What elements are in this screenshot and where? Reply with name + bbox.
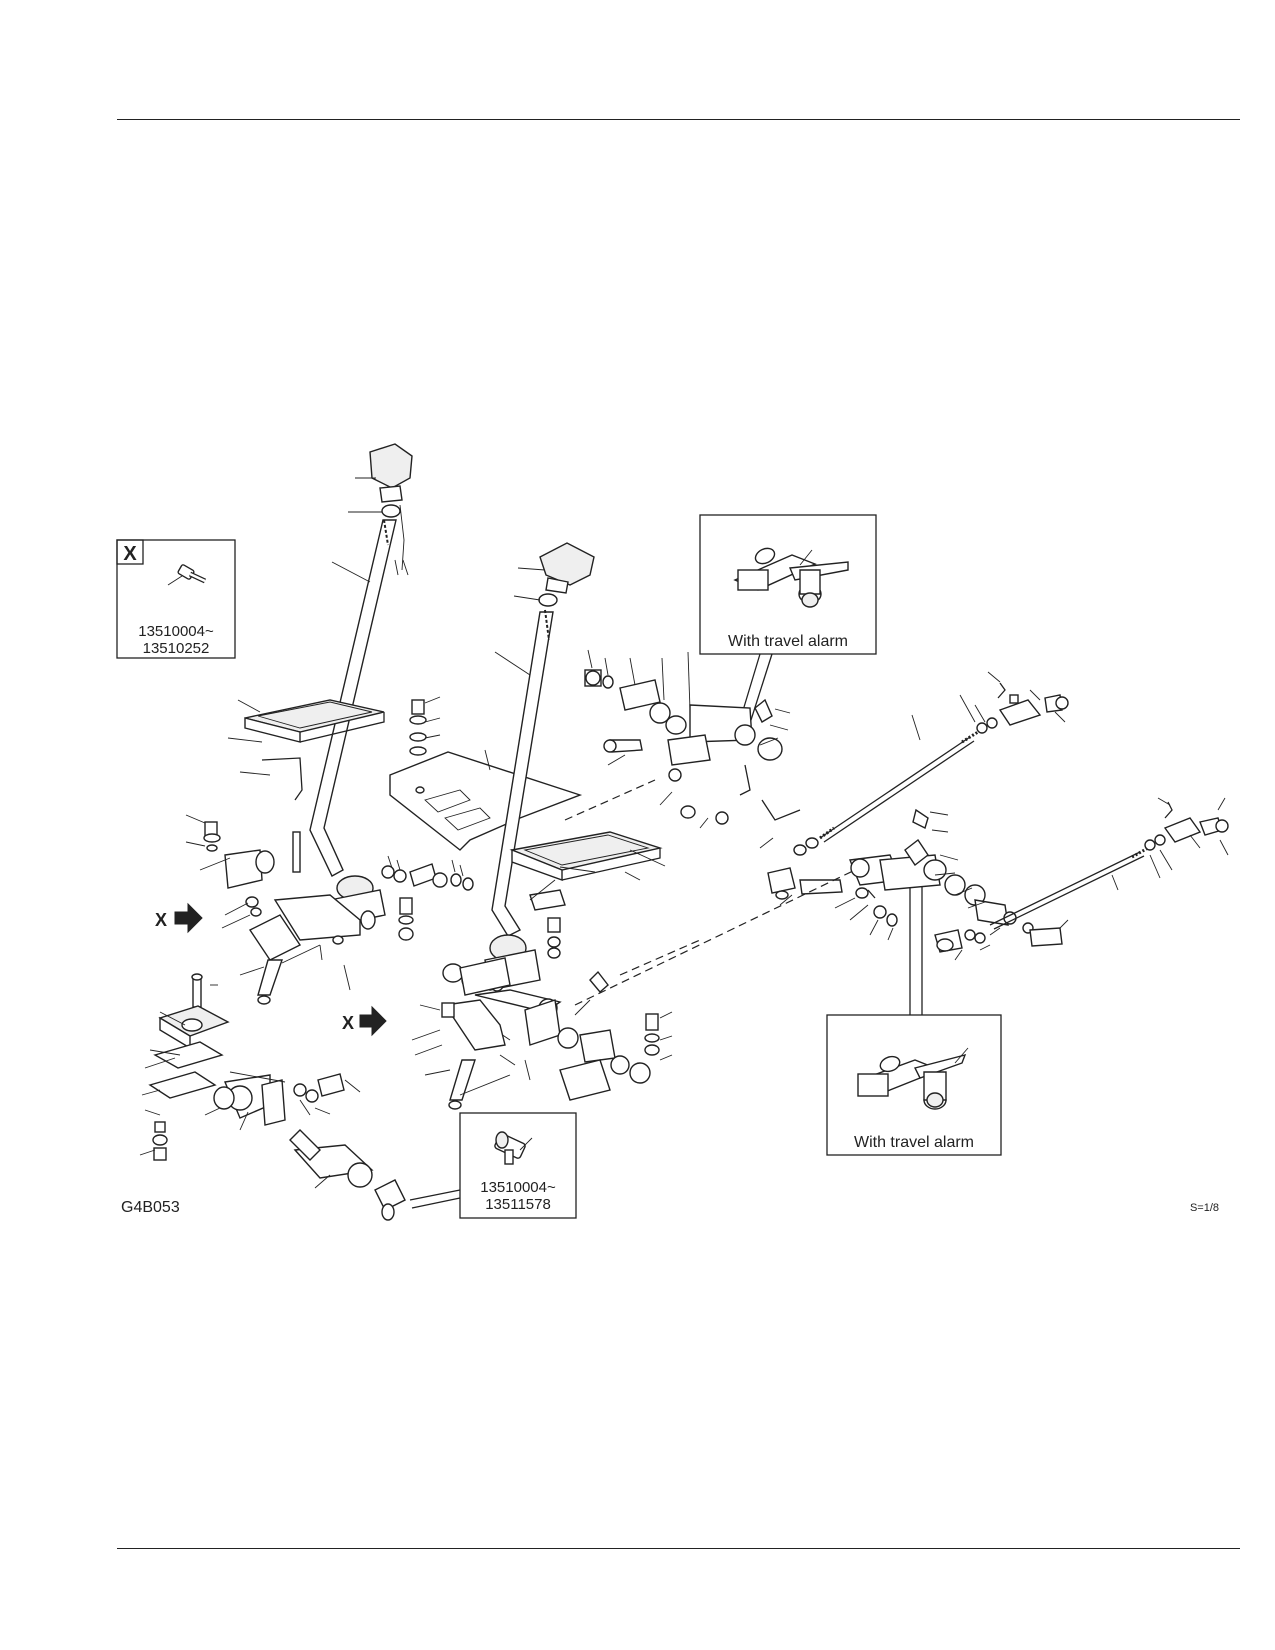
lower-cross-shaft xyxy=(834,808,1069,961)
footer-rule xyxy=(117,1548,1240,1549)
detail-x-box: X 13510004~ 13510252 xyxy=(116,539,236,659)
svg-text:X: X xyxy=(342,1013,354,1033)
swivel-fitting-icon xyxy=(494,1131,533,1165)
center-lines xyxy=(319,779,856,1006)
detail-x-serial-from: 13510004~ xyxy=(138,623,214,640)
upper-long-rod xyxy=(793,671,1069,856)
floor-plate xyxy=(389,696,583,851)
detail-bottom-serial-from: 13510004~ xyxy=(480,1179,556,1196)
right-travel-lever xyxy=(484,542,595,992)
left-travel-pedal xyxy=(227,699,385,801)
travel-alarm-lever-icon xyxy=(733,547,849,608)
header-rule xyxy=(117,119,1240,120)
bottom-left-clamp-assembly xyxy=(139,973,406,1221)
view-arrow-x-right: X xyxy=(342,1005,387,1037)
svg-text:X: X xyxy=(155,910,167,930)
detail-bottom-box: 13510004~ 13511578 xyxy=(409,1112,577,1219)
detail-bottom-serial-to: 13511578 xyxy=(485,1196,551,1213)
detail-x-label: X xyxy=(123,543,137,565)
inset-bottom-caption: With travel alarm xyxy=(854,1134,974,1151)
drawing-scale: S=1/8 xyxy=(1190,1202,1219,1214)
right-travel-pedal xyxy=(509,831,666,959)
inset-bottom-box: With travel alarm xyxy=(826,870,1002,1156)
detail-x-serial-to: 13510252 xyxy=(143,640,210,657)
right-lower-linkage xyxy=(411,957,673,1110)
center-hardware xyxy=(381,855,474,941)
drawing-code: G4B053 xyxy=(121,1199,180,1216)
left-linkage xyxy=(185,814,361,1005)
upper-cross-shaft xyxy=(584,649,843,906)
inset-top-box: With travel alarm xyxy=(699,514,877,743)
travel-alarm-lever-icon xyxy=(857,1047,969,1110)
view-arrow-x-left: X xyxy=(155,902,203,934)
inset-top-caption: With travel alarm xyxy=(728,633,848,650)
left-travel-lever xyxy=(309,443,413,930)
lower-long-rod xyxy=(989,797,1229,930)
bolt-icon xyxy=(167,564,207,586)
